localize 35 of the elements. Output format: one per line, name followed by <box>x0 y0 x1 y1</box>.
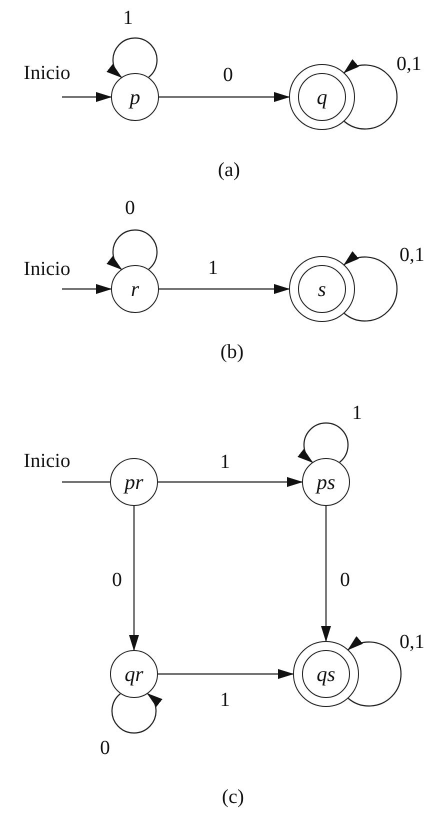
state-label: qs <box>316 664 336 684</box>
accepting-state-circle <box>289 256 355 322</box>
accepting-state-circle <box>289 64 355 130</box>
state-circle <box>111 265 159 313</box>
line <box>62 481 110 483</box>
arrow <box>159 92 290 102</box>
arrow <box>62 284 112 294</box>
loop-arrow <box>106 229 158 270</box>
arrow <box>62 92 112 102</box>
loop-arrow <box>347 636 402 707</box>
arrow <box>321 506 331 642</box>
subfigure-caption: (b) <box>218 341 246 363</box>
state-circle <box>110 650 158 698</box>
arrow <box>129 506 139 651</box>
accepting-state-circle <box>293 641 359 707</box>
state-label: s <box>318 278 326 300</box>
state-label: p <box>130 86 140 108</box>
state-label: q <box>316 86 328 108</box>
state-circle <box>302 458 350 506</box>
loop-arrow <box>106 37 158 78</box>
loop-arrow <box>111 693 162 734</box>
loop-arrow <box>343 252 398 322</box>
loop-arrow <box>343 60 398 130</box>
state-circle <box>110 458 158 506</box>
state-label: r <box>130 278 140 300</box>
state-label: pr <box>124 472 144 492</box>
state-label: qr <box>124 664 144 684</box>
loop-arrow <box>298 422 349 463</box>
subfigure-caption: (c) <box>220 786 246 808</box>
state-circle <box>111 73 159 121</box>
arrow <box>158 477 303 487</box>
state-label: ps <box>316 472 336 492</box>
arrow <box>158 669 294 679</box>
arrow <box>159 284 290 294</box>
subfigure-caption: (a) <box>216 159 242 181</box>
